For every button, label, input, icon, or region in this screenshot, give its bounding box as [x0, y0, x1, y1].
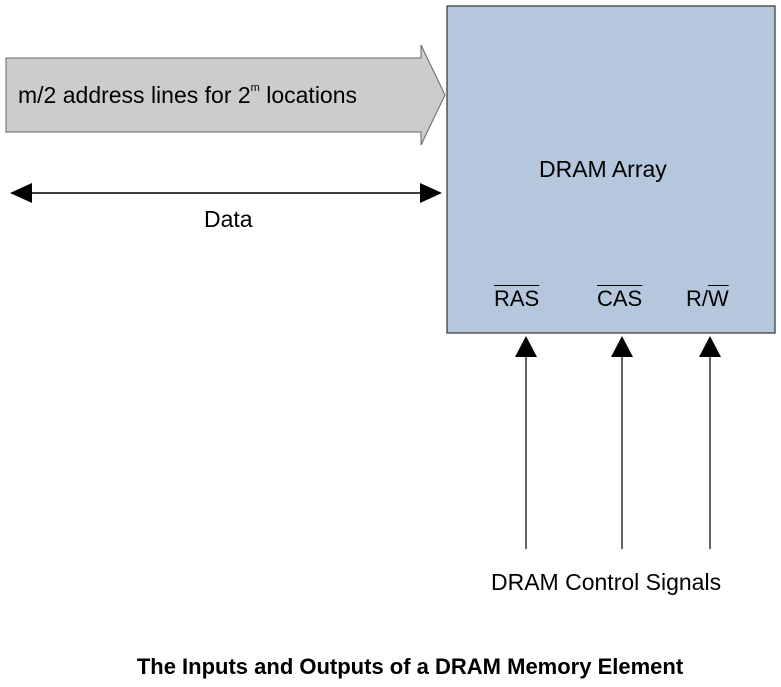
address-label-suffix: locations [259, 82, 358, 108]
figure-caption: The Inputs and Outputs of a DRAM Memory … [136, 654, 684, 679]
rw-prefix: R/ [686, 286, 708, 311]
data-bidirectional-arrow [10, 183, 442, 203]
control-signals-label: DRAM Control Signals [491, 569, 722, 595]
cas-signal-label: CAS [597, 286, 643, 311]
dram-array-title: DRAM Array [539, 156, 667, 182]
rw-write-overbar: W [708, 286, 729, 311]
ras-arrow [515, 336, 537, 549]
rw-signal-label: R/W [686, 288, 729, 310]
cas-arrow [611, 336, 633, 549]
address-lines-label: m/2 address lines for 2m locations [18, 82, 358, 108]
address-label-text: m/2 address lines for 2 [18, 82, 251, 108]
rw-arrow [699, 336, 721, 549]
dram-array-block [446, 5, 776, 334]
data-label: Data [204, 206, 253, 232]
address-bus-arrow [5, 44, 446, 146]
address-label-superscript: m [250, 82, 260, 94]
ras-signal-label: RAS [494, 286, 540, 311]
